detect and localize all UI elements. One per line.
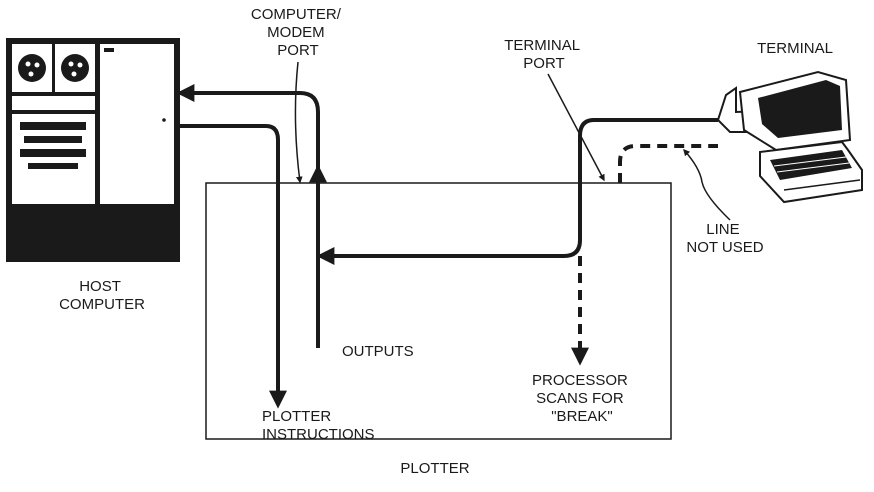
host-computer-icon bbox=[6, 38, 180, 262]
terminal-port-pointer bbox=[548, 74, 604, 180]
processor-scans-label: PROCESSOR SCANS FOR "BREAK" bbox=[532, 372, 632, 425]
unused-line bbox=[620, 146, 718, 183]
terminal-to-computer-arrow bbox=[320, 120, 718, 256]
terminal-port-label: TERMINAL PORT bbox=[504, 37, 583, 72]
plotter-instructions-label: PLOTTER INSTRUCTIONS bbox=[262, 408, 375, 443]
line-not-used-pointer bbox=[684, 150, 730, 220]
host-computer-label: HOST COMPUTER bbox=[59, 278, 145, 313]
outputs-label: OUTPUTS bbox=[342, 343, 414, 360]
terminal-label: TERMINAL bbox=[757, 40, 833, 57]
computer-port-pointer bbox=[295, 62, 300, 182]
computer-modem-port-label: COMPUTER/ MODEM PORT bbox=[251, 6, 345, 59]
terminal-icon bbox=[718, 72, 862, 202]
plotter-instructions-arrow bbox=[180, 126, 278, 405]
plotter-label: PLOTTER bbox=[400, 460, 469, 477]
line-not-used-label: LINE NOT USED bbox=[686, 221, 763, 256]
outputs-to-host-arrow bbox=[180, 93, 318, 348]
